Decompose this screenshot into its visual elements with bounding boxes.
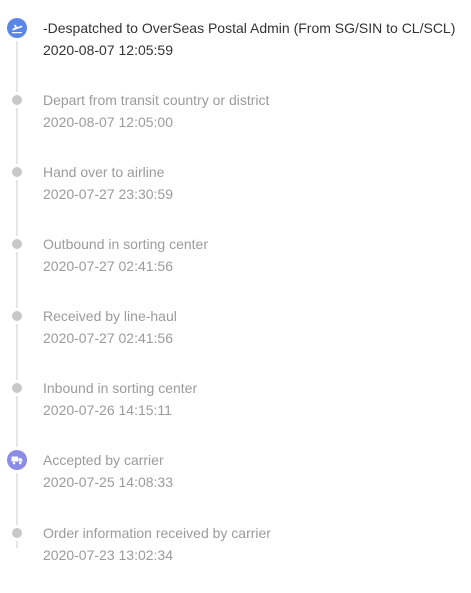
event-text: Received by line-haul 2020-07-27 02:41:5… [43,306,465,348]
event-status: Received by line-haul [43,308,177,324]
truck-icon [7,450,27,470]
event-text: Depart from transit country or district … [43,90,465,132]
timeline-event: Order information received by carrier 20… [0,523,471,583]
timeline-dot-icon [12,167,22,177]
event-marker [7,450,27,470]
event-marker [12,528,22,538]
airplane-icon [7,18,27,38]
event-time: 2020-07-23 13:02:34 [43,547,173,563]
event-text: Inbound in sorting center 2020-07-26 14:… [43,378,465,420]
timeline-event: Accepted by carrier 2020-07-25 14:08:33 [0,450,471,510]
event-time: 2020-07-27 02:41:56 [43,330,173,346]
event-text: Order information received by carrier 20… [43,523,465,565]
timeline-dot-icon [12,311,22,321]
event-status: Outbound in sorting center [43,236,208,252]
event-marker [12,383,22,393]
event-status: Hand over to airline [43,164,165,180]
event-marker [12,311,22,321]
event-text: Outbound in sorting center 2020-07-27 02… [43,234,465,276]
event-text: -Despatched to OverSeas Postal Admin (Fr… [43,18,465,60]
timeline-event: Depart from transit country or district … [0,90,471,150]
event-time: 2020-07-25 14:08:33 [43,474,173,490]
timeline-line [16,28,18,548]
event-status: Depart from transit country or district [43,92,270,108]
event-time: 2020-08-07 12:05:59 [43,42,173,58]
event-text: Accepted by carrier 2020-07-25 14:08:33 [43,450,465,492]
timeline-event: Received by line-haul 2020-07-27 02:41:5… [0,306,471,366]
timeline-event: -Despatched to OverSeas Postal Admin (Fr… [0,18,471,78]
timeline-event: Outbound in sorting center 2020-07-27 02… [0,234,471,294]
event-status: Inbound in sorting center [43,380,198,396]
event-marker [7,18,27,38]
event-marker [12,95,22,105]
event-time: 2020-08-07 12:05:00 [43,114,173,130]
timeline-dot-icon [12,95,22,105]
timeline-dot-icon [12,383,22,393]
event-time: 2020-07-27 23:30:59 [43,186,173,202]
timeline-dot-icon [12,528,22,538]
timeline-event: Hand over to airline 2020-07-27 23:30:59 [0,162,471,222]
event-time: 2020-07-26 14:15:11 [43,402,172,418]
event-marker [12,239,22,249]
timeline-dot-icon [12,239,22,249]
event-time: 2020-07-27 02:41:56 [43,258,173,274]
timeline-event: Inbound in sorting center 2020-07-26 14:… [0,378,471,438]
event-status: Order information received by carrier [43,525,271,541]
event-text: Hand over to airline 2020-07-27 23:30:59 [43,162,465,204]
event-status: Accepted by carrier [43,452,164,468]
event-status: -Despatched to OverSeas Postal Admin (Fr… [43,20,456,36]
event-marker [12,167,22,177]
